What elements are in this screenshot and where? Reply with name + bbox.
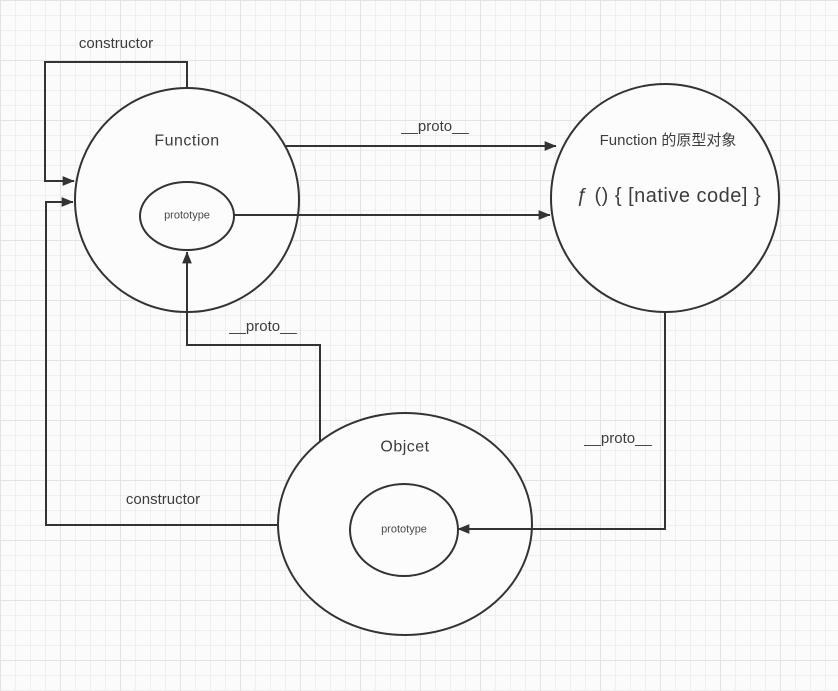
edge-function-constructor-self-loop[interactable] [44,61,188,186]
object-node-label: Objcet [380,438,430,456]
function-prototype-object-code: ƒ () { [native code] } [576,185,762,207]
edge-object-constructor-to-function[interactable] [45,197,278,526]
function-node-label: Function [154,132,220,150]
function-prototype-label: prototype [164,209,210,222]
edge-label-proto-right: __proto__ [584,430,652,447]
edge-label-proto-top: __proto__ [401,118,469,135]
edge-label-constructor-bottom: constructor [125,491,201,508]
edge-prototype-object-proto-to-object-prototype[interactable] [457,312,666,534]
object-prototype-label: prototype [381,523,427,536]
edge-object-proto-to-function-prototype[interactable] [182,251,321,441]
edge-label-proto-middle: __proto__ [229,318,297,335]
edge-label-constructor-top: constructor [78,35,154,52]
function-prototype-object-title: Function 的原型对象 [599,132,737,149]
